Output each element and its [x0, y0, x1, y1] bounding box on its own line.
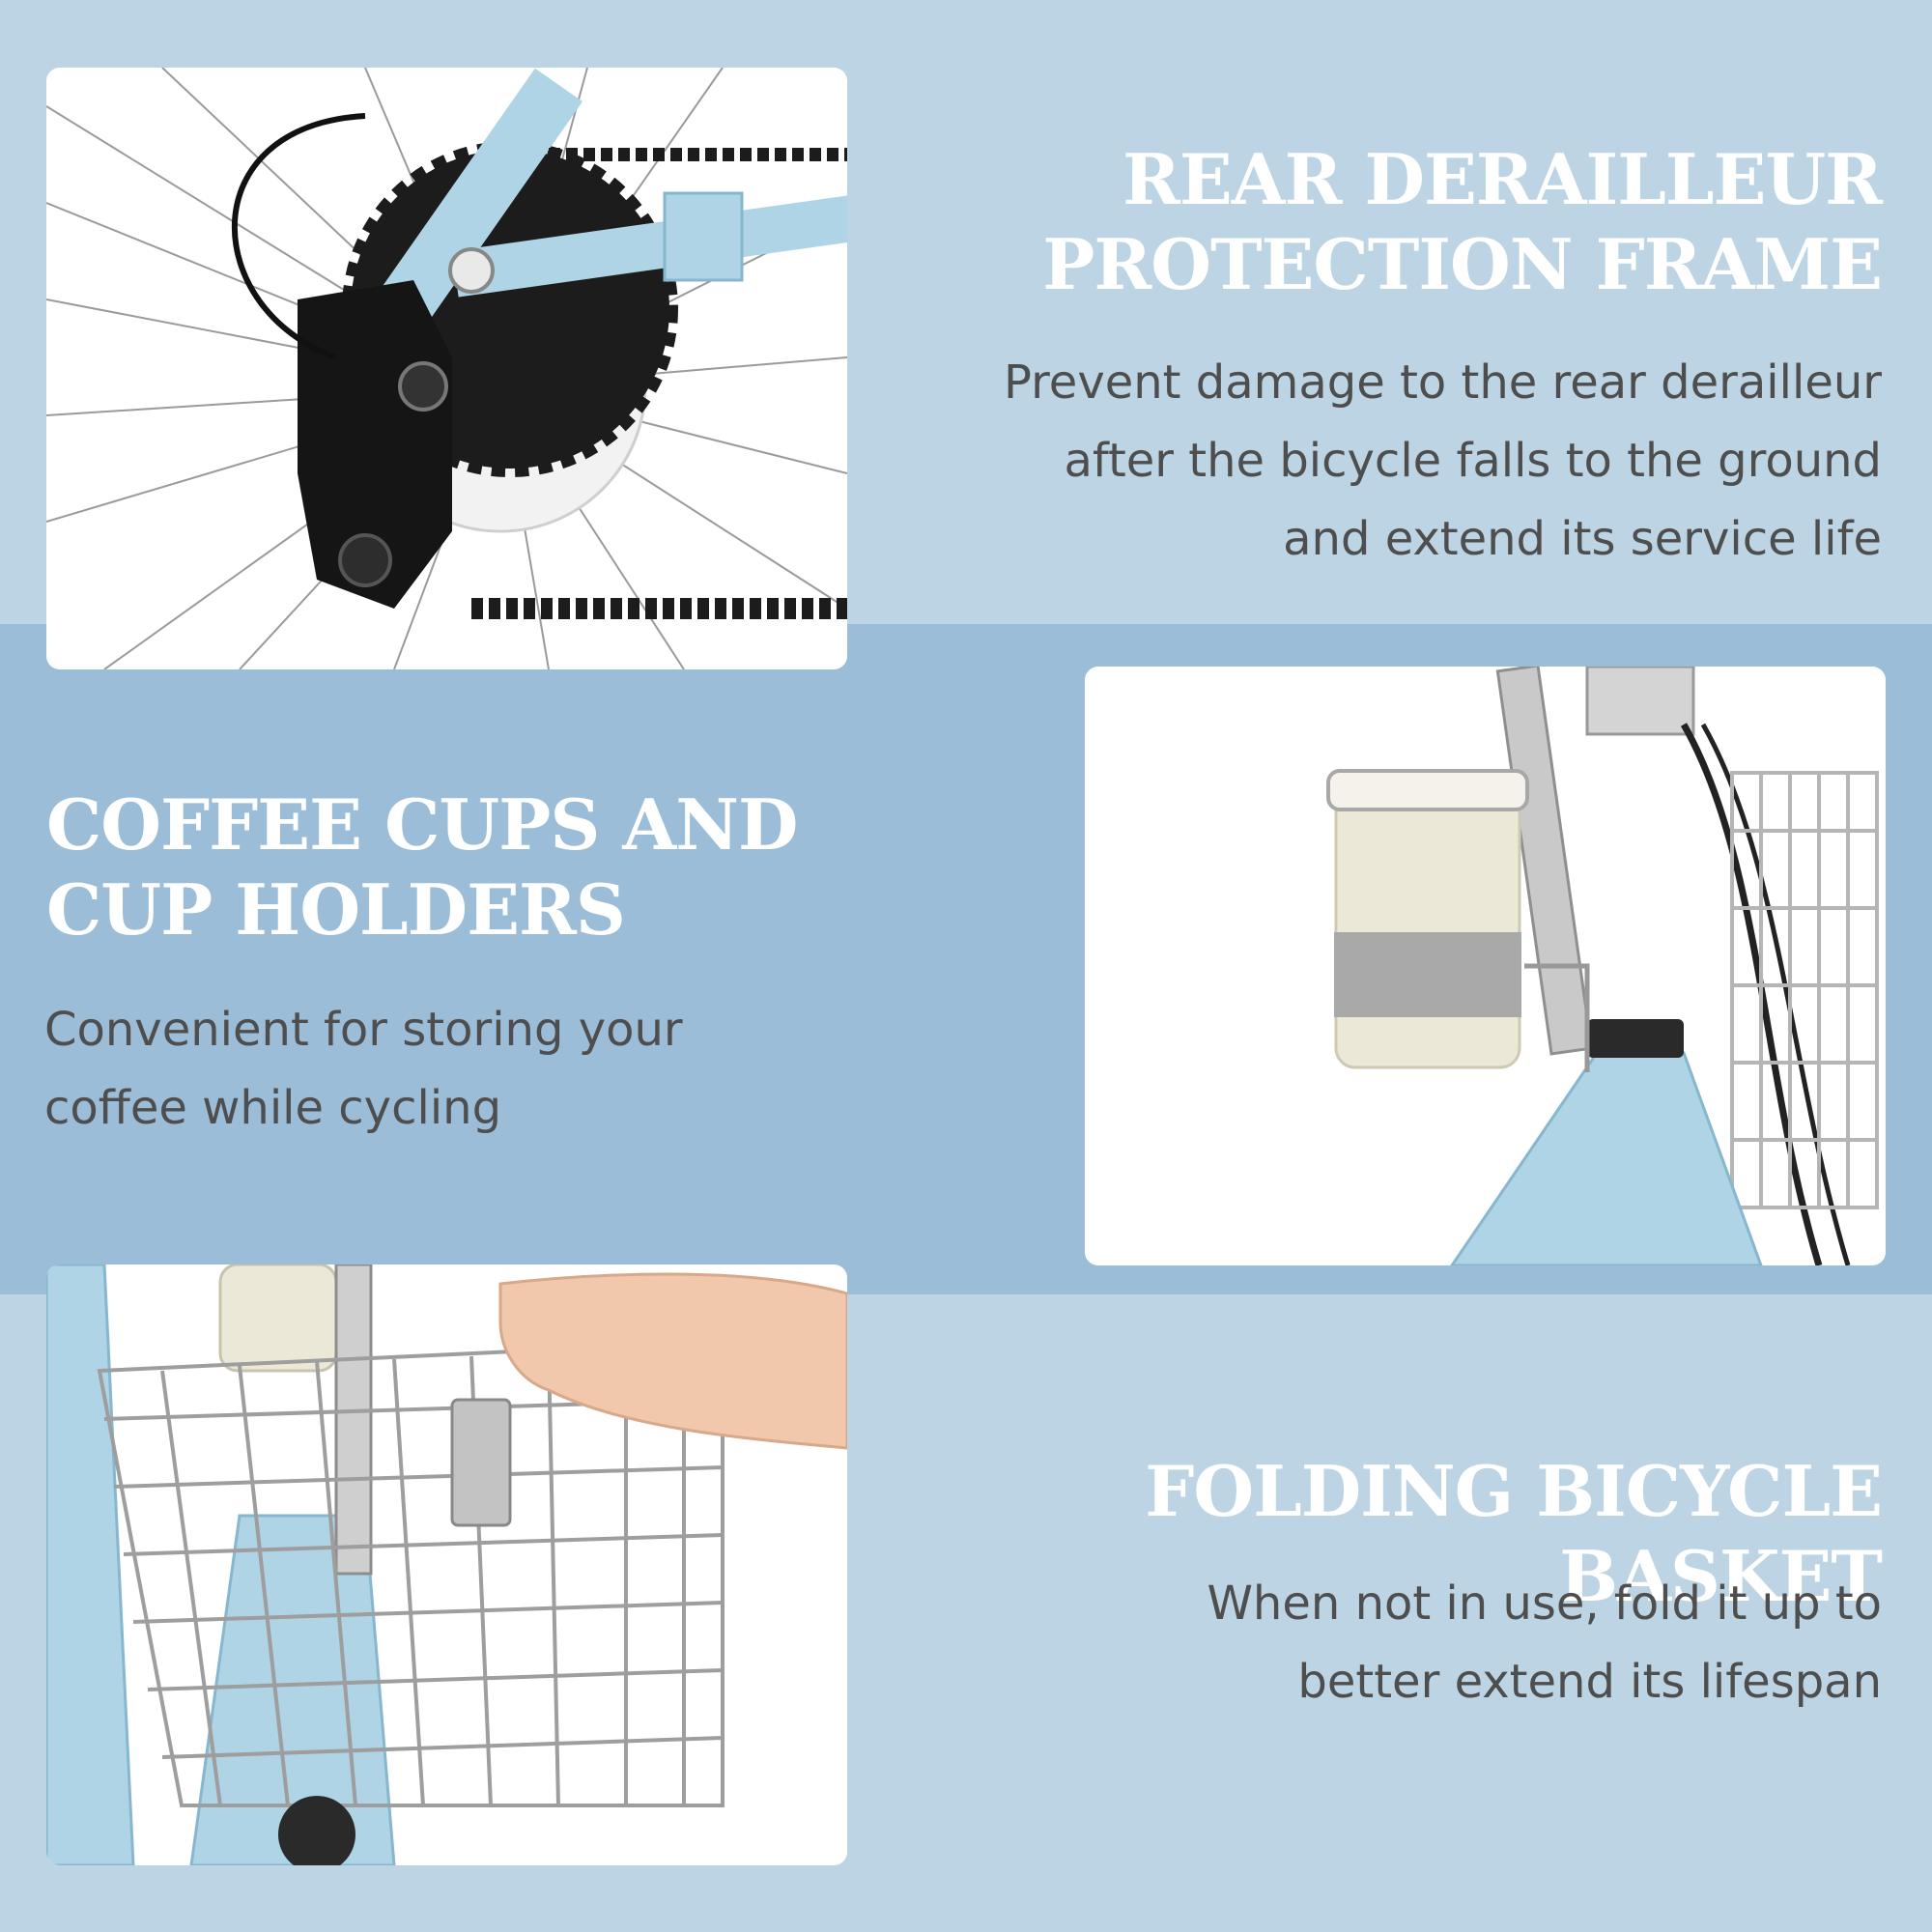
cup-holder-arm [1524, 963, 1590, 1072]
cup-sleeve [1334, 932, 1521, 1017]
basket-mount [450, 1398, 512, 1527]
section-title-folding-basket: FOLDING BICYCLE BASKET [1145, 1450, 1883, 1617]
hand [498, 1272, 847, 1450]
brake-cable [1680, 723, 1823, 1265]
rear-derailleur-photo [46, 68, 847, 669]
section-title-rear-derailleur: REAR DERAILLEUR PROTECTION FRAME [1042, 138, 1883, 305]
fork-steerer [1495, 667, 1594, 1056]
section-body-folding-basket: When not in use, fold it up to better ex… [1207, 1577, 1882, 1709]
shift-cable [231, 113, 366, 360]
coffee-cup [1334, 776, 1521, 1069]
wire-basket [1730, 771, 1879, 1209]
frame-tube [46, 1264, 135, 1865]
section-title-cup-holders: COFFEE CUPS AND CUP HOLDERS [46, 783, 799, 951]
cup-holder-photo [1085, 667, 1886, 1265]
section-body-cup-holders: Convenient for storing your coffee while… [44, 1003, 683, 1135]
folding-basket-photo [46, 1264, 847, 1865]
derailleur-body [298, 280, 452, 609]
section-body-rear-derailleur: Prevent damage to the rear derailleur af… [1004, 355, 1882, 566]
